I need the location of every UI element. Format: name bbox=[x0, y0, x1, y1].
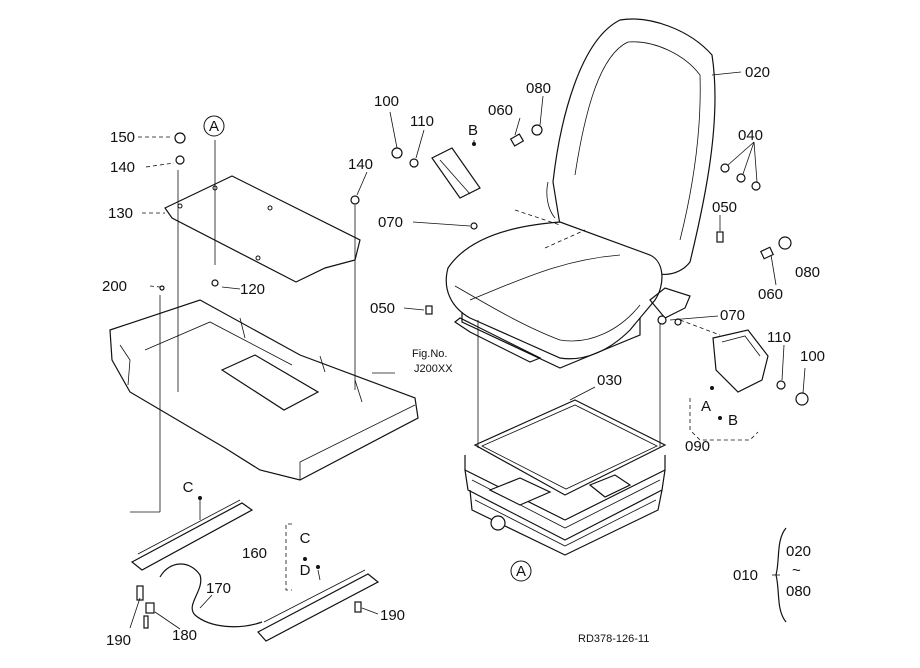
base-frame bbox=[109, 299, 419, 481]
ref-circle-a-top bbox=[203, 115, 225, 137]
drawing-code: RD378-126-11 bbox=[578, 633, 649, 645]
mounting-plate bbox=[164, 175, 361, 283]
fig-ref-line2: J200XX bbox=[414, 363, 453, 375]
part-170: 170 bbox=[206, 580, 231, 597]
ref-mark-c-group: C bbox=[300, 530, 311, 547]
suspension-unit bbox=[464, 399, 667, 556]
part-200: 200 bbox=[102, 278, 127, 295]
ref-mark-b-buckle: B bbox=[468, 122, 478, 139]
ref-mark-c-rail: C bbox=[183, 479, 194, 496]
set-range-from: 020 bbox=[786, 543, 811, 560]
labels: A A B A B C C D 150 140 130 200 120 140 … bbox=[102, 64, 825, 649]
part-120: 120 bbox=[240, 281, 265, 298]
part-030: 030 bbox=[597, 372, 622, 389]
part-060-right: 060 bbox=[758, 286, 783, 303]
adjust-knob bbox=[490, 515, 506, 531]
part-010: 010 bbox=[733, 567, 758, 584]
seat-assembly bbox=[445, 18, 716, 369]
ref-mark-b-belt: B bbox=[728, 412, 738, 429]
part-020: 020 bbox=[745, 64, 770, 81]
part-050-left: 050 bbox=[370, 300, 395, 317]
part-040: 040 bbox=[738, 127, 763, 144]
part-140-right: 140 bbox=[348, 156, 373, 173]
part-130: 130 bbox=[108, 205, 133, 222]
part-070-right: 070 bbox=[720, 307, 745, 324]
ref-mark-a-top: A bbox=[209, 118, 219, 135]
part-050-right: 050 bbox=[712, 199, 737, 216]
part-090: 090 bbox=[685, 438, 710, 455]
ref-mark-d-group: D bbox=[300, 562, 311, 579]
ref-circle-a-bottom bbox=[510, 560, 532, 582]
seat-backrest bbox=[552, 18, 716, 276]
seatbelt-retractor bbox=[712, 329, 769, 393]
slide-rail-c bbox=[130, 499, 254, 571]
part-160: 160 bbox=[242, 545, 267, 562]
set-range-to: 080 bbox=[786, 583, 811, 600]
slide-rail-d bbox=[257, 569, 380, 642]
leader-lines bbox=[129, 71, 806, 630]
part-110-right: 110 bbox=[767, 329, 791, 346]
part-150: 150 bbox=[110, 129, 135, 146]
ref-mark-a-bottom: A bbox=[516, 563, 526, 580]
part-180: 180 bbox=[172, 627, 197, 644]
ref-mark-a-belt: A bbox=[701, 398, 711, 415]
part-080-top: 080 bbox=[526, 80, 551, 97]
fig-ref-line1: Fig.No. bbox=[412, 348, 447, 360]
part-080-right: 080 bbox=[795, 264, 820, 281]
hardware-bits bbox=[159, 124, 809, 406]
part-140-left: 140 bbox=[110, 159, 135, 176]
part-110-top: 110 bbox=[410, 113, 434, 130]
part-190-right: 190 bbox=[380, 607, 405, 624]
part-070-left: 070 bbox=[378, 214, 403, 231]
seatbelt-buckle bbox=[431, 147, 481, 199]
part-190-left: 190 bbox=[106, 632, 131, 649]
part-100-top: 100 bbox=[374, 93, 399, 110]
part-060-top: 060 bbox=[488, 102, 513, 119]
part-100-right: 100 bbox=[800, 348, 825, 365]
set-range-separator: ~ bbox=[792, 562, 801, 579]
adjuster-bar bbox=[159, 563, 263, 628]
